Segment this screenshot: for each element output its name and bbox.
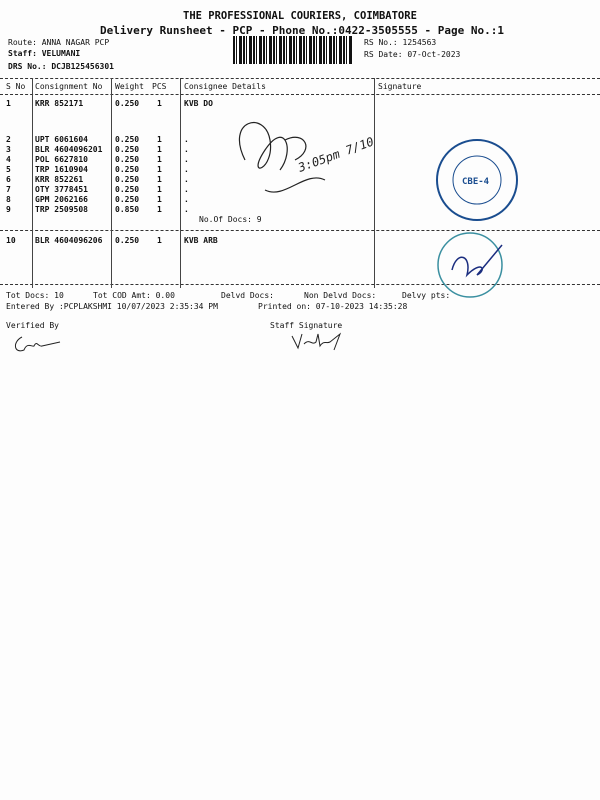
cell-cn: KRR 852261: [35, 175, 84, 184]
drs-number: DRS No.: DCJB125456301: [8, 62, 114, 71]
staff: Staff: VELUMANI: [8, 49, 81, 58]
col-consignee: Consignee Details: [184, 82, 266, 91]
no-of-docs: No.Of Docs: 9: [199, 215, 262, 224]
cell-pcs: 1: [157, 99, 162, 108]
delvd-docs: Delvd Docs:: [221, 291, 274, 300]
cell-wt: 0.850: [115, 205, 140, 214]
cell-pcs: 1: [157, 175, 162, 184]
col-sno: S No: [6, 82, 26, 91]
entered-by: Entered By :PCPLAKSHMI 10/07/2023 2:35:3…: [6, 302, 218, 311]
verified-by-label: Verified By: [6, 321, 59, 330]
cell-pcs: 1: [157, 185, 162, 194]
cell-sno: 2: [6, 135, 11, 144]
tot-cod: Tot COD Amt: 0.00: [93, 291, 175, 300]
cell-sno: 10: [6, 236, 16, 245]
cell-pcs: 1: [157, 145, 162, 154]
cell-sno: 5: [6, 165, 11, 174]
cell-details: KVB ARB: [184, 236, 218, 245]
cell-sno: 4: [6, 155, 11, 164]
handwritten-time: 3:05pm 7/10/23: [295, 127, 375, 175]
cell-pcs: 1: [157, 236, 162, 245]
cell-cn: POL 6627810: [35, 155, 88, 164]
cell-wt: 0.250: [115, 185, 140, 194]
col-signature: Signature: [378, 82, 422, 91]
cell-details: .: [184, 175, 189, 184]
cell-pcs: 1: [157, 205, 162, 214]
cell-pcs: 1: [157, 155, 162, 164]
cell-details: .: [184, 135, 189, 144]
cell-cn: TRP 2509508: [35, 205, 88, 214]
cell-sno: 9: [6, 205, 11, 214]
staff-signature: [291, 332, 342, 351]
cell-wt: 0.250: [115, 195, 140, 204]
cell-pcs: 1: [157, 195, 162, 204]
cell-wt: 0.250: [115, 99, 140, 108]
cell-sno: 7: [6, 185, 11, 194]
cell-wt: 0.250: [115, 155, 140, 164]
cell-details: .: [184, 155, 189, 164]
cell-sno: 1: [6, 99, 11, 108]
cell-wt: 0.250: [115, 145, 140, 154]
cell-details: .: [184, 195, 189, 204]
cell-details: .: [184, 145, 189, 154]
verifier-signature: [15, 336, 61, 352]
col-consignment: Consignment No: [35, 82, 103, 91]
cell-sno: 8: [6, 195, 11, 204]
cell-sno: 3: [6, 145, 11, 154]
printed-on: Printed on: 07-10-2023 14:35:28: [258, 302, 408, 311]
cell-cn: OTY 3778451: [35, 185, 88, 194]
cell-wt: 0.250: [115, 165, 140, 174]
staff-signature-label: Staff Signature: [270, 321, 343, 330]
cell-cn: TRP 1610904: [35, 165, 88, 174]
bank-stamp-cbe: [437, 232, 503, 298]
cell-cn: KRR 852171: [35, 99, 84, 108]
cell-sno: 6: [6, 175, 11, 184]
cell-cn: UPT 6061604: [35, 135, 88, 144]
tot-docs: Tot Docs: 10: [6, 291, 64, 300]
handwritten-signature: 3:05pm 7/10/23: [238, 122, 375, 193]
runsheet-subtitle: Delivery Runsheet - PCP - Phone No.:0422…: [100, 24, 504, 37]
rs-number: RS No.: 1254563: [364, 38, 437, 47]
delvy-pts: Delvy pts:: [402, 291, 451, 300]
cell-cn: GPM 2062166: [35, 195, 88, 204]
company-title: THE PROFESSIONAL COURIERS, COIMBATORE: [183, 10, 417, 22]
cell-cn: BLR 4604096201: [35, 145, 103, 154]
cell-cn: BLR 4604096206: [35, 236, 103, 245]
barcode: [233, 36, 353, 64]
cell-pcs: 1: [157, 165, 162, 174]
bank-stamp-divisional-office: CBE-4: [436, 139, 518, 221]
cell-wt: 0.250: [115, 135, 140, 144]
cell-details: .: [184, 205, 189, 214]
col-weight: Weight: [115, 82, 144, 91]
rs-date: RS Date: 07-Oct-2023: [364, 50, 461, 59]
cell-details: KVB DO: [184, 99, 213, 108]
cell-pcs: 1: [157, 135, 162, 144]
non-delvd-docs: Non Delvd Docs:: [304, 291, 377, 300]
route: Route: ANNA NAGAR PCP: [8, 38, 110, 47]
cell-details: .: [184, 185, 189, 194]
cell-details: .: [184, 165, 189, 174]
svg-text:CBE-4: CBE-4: [462, 177, 490, 187]
cell-wt: 0.250: [115, 175, 140, 184]
cell-wt: 0.250: [115, 236, 140, 245]
col-pcs: PCS: [152, 82, 167, 91]
